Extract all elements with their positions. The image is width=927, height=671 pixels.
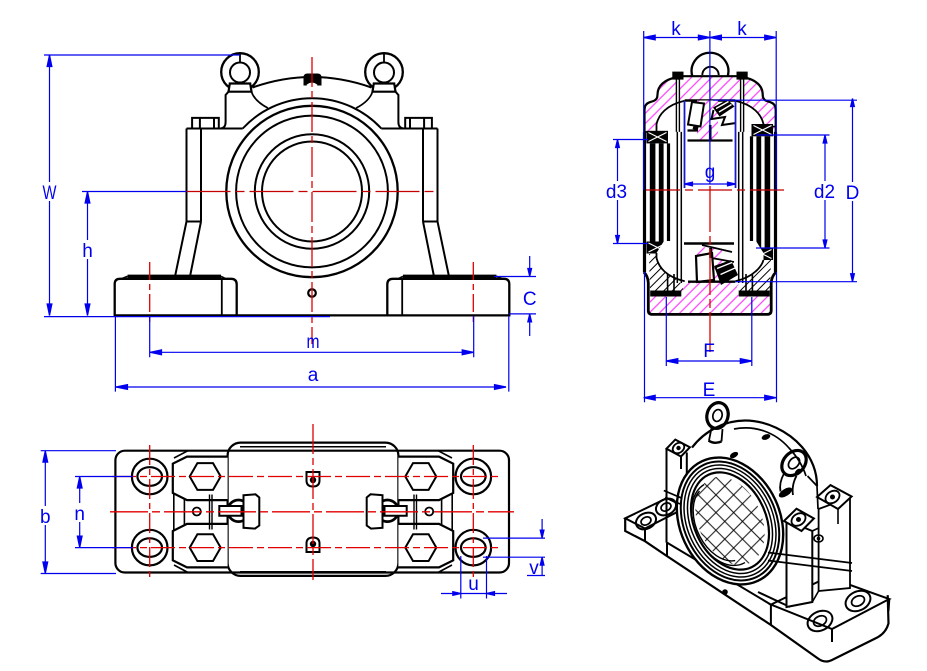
svg-text:E: E	[703, 380, 716, 401]
svg-text:g: g	[705, 162, 716, 183]
svg-text:h: h	[82, 241, 93, 262]
svg-text:d3: d3	[606, 182, 627, 203]
svg-text:n: n	[74, 504, 85, 525]
svg-text:b: b	[40, 507, 51, 528]
svg-text:k: k	[737, 19, 747, 40]
svg-text:W: W	[43, 183, 57, 204]
svg-text:d2: d2	[814, 182, 835, 203]
svg-text:m: m	[307, 332, 320, 353]
svg-text:u: u	[468, 574, 479, 595]
svg-text:D: D	[846, 183, 860, 204]
svg-text:a: a	[308, 365, 319, 386]
svg-text:F: F	[703, 341, 715, 362]
svg-text:v: v	[529, 558, 539, 579]
svg-text:k: k	[671, 19, 681, 40]
svg-text:C: C	[523, 289, 537, 310]
